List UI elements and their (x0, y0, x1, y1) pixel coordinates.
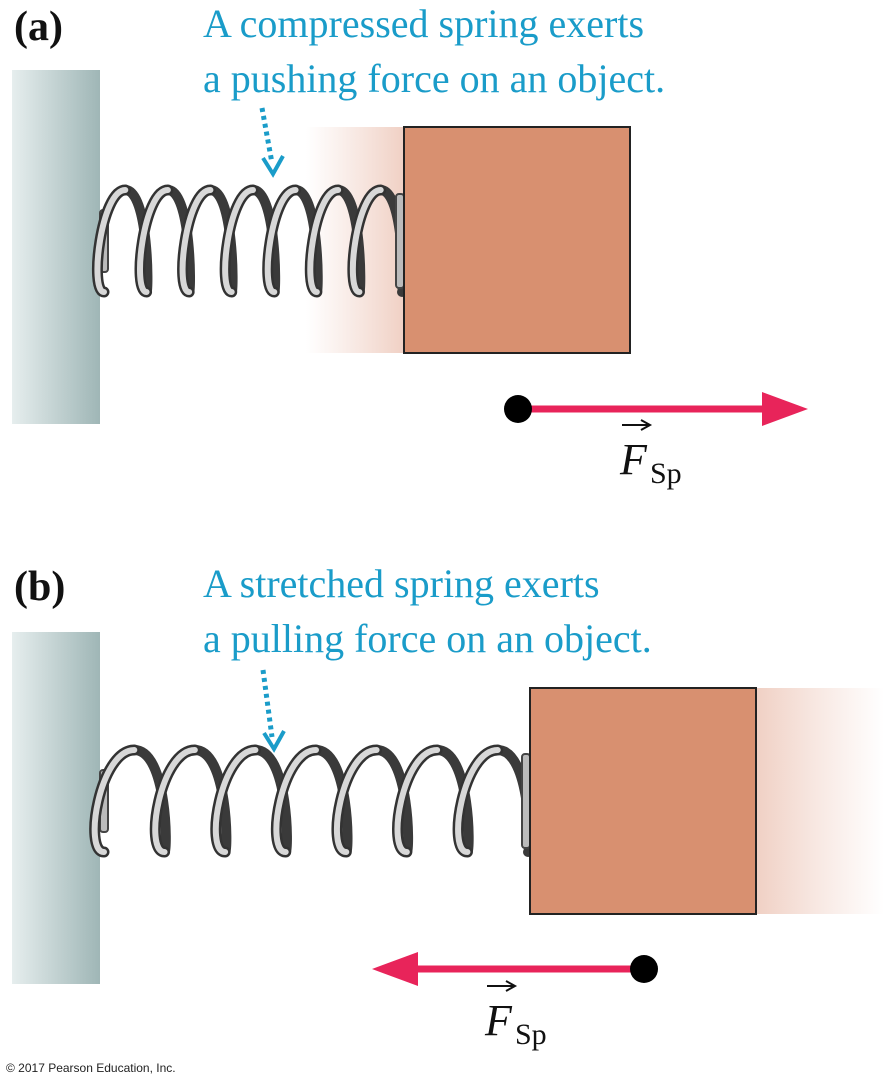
panel-b-label: (b) (14, 564, 65, 610)
panel-b-force-label: F Sp (484, 980, 547, 1051)
panel-a-caption-line2: a pushing force on an object. (203, 56, 665, 101)
panel-b-force-origin-dot (630, 955, 658, 983)
panel-a-force-arrow (504, 392, 808, 426)
panel-b-force-symbol: F (484, 996, 513, 1045)
panel-b-block (529, 687, 757, 915)
panel-b-caption-line1: A stretched spring exerts (203, 561, 600, 606)
panel-a-block (403, 126, 631, 354)
panel-a-spring (92, 184, 408, 298)
panel-b: (b) A stretched spring exerts a pulling … (12, 561, 884, 1051)
copyright-notice: © 2017 Pearson Education, Inc. (6, 1061, 176, 1075)
panel-b-pointer-arrow (260, 669, 286, 753)
panel-a-force-origin-dot (504, 395, 532, 423)
panel-a-force-label: F Sp (619, 419, 682, 490)
panel-b-force-arrow (372, 952, 658, 986)
panel-a-force-subscript: Sp (650, 457, 682, 490)
panel-b-block-ghost (756, 688, 884, 914)
panel-a: (a) A compressed spring exerts a pushing… (12, 1, 808, 490)
panel-a-caption-line1: A compressed spring exerts (203, 1, 644, 46)
panel-b-caption-line2: a pulling force on an object. (203, 616, 652, 661)
panel-b-force-subscript: Sp (515, 1018, 547, 1051)
panel-a-pointer-arrow (259, 107, 285, 178)
panel-a-wall (12, 70, 100, 424)
panel-b-spring (89, 744, 535, 858)
panel-b-wall (12, 632, 100, 984)
panel-a-force-symbol: F (619, 435, 648, 484)
panel-a-label: (a) (14, 4, 63, 50)
